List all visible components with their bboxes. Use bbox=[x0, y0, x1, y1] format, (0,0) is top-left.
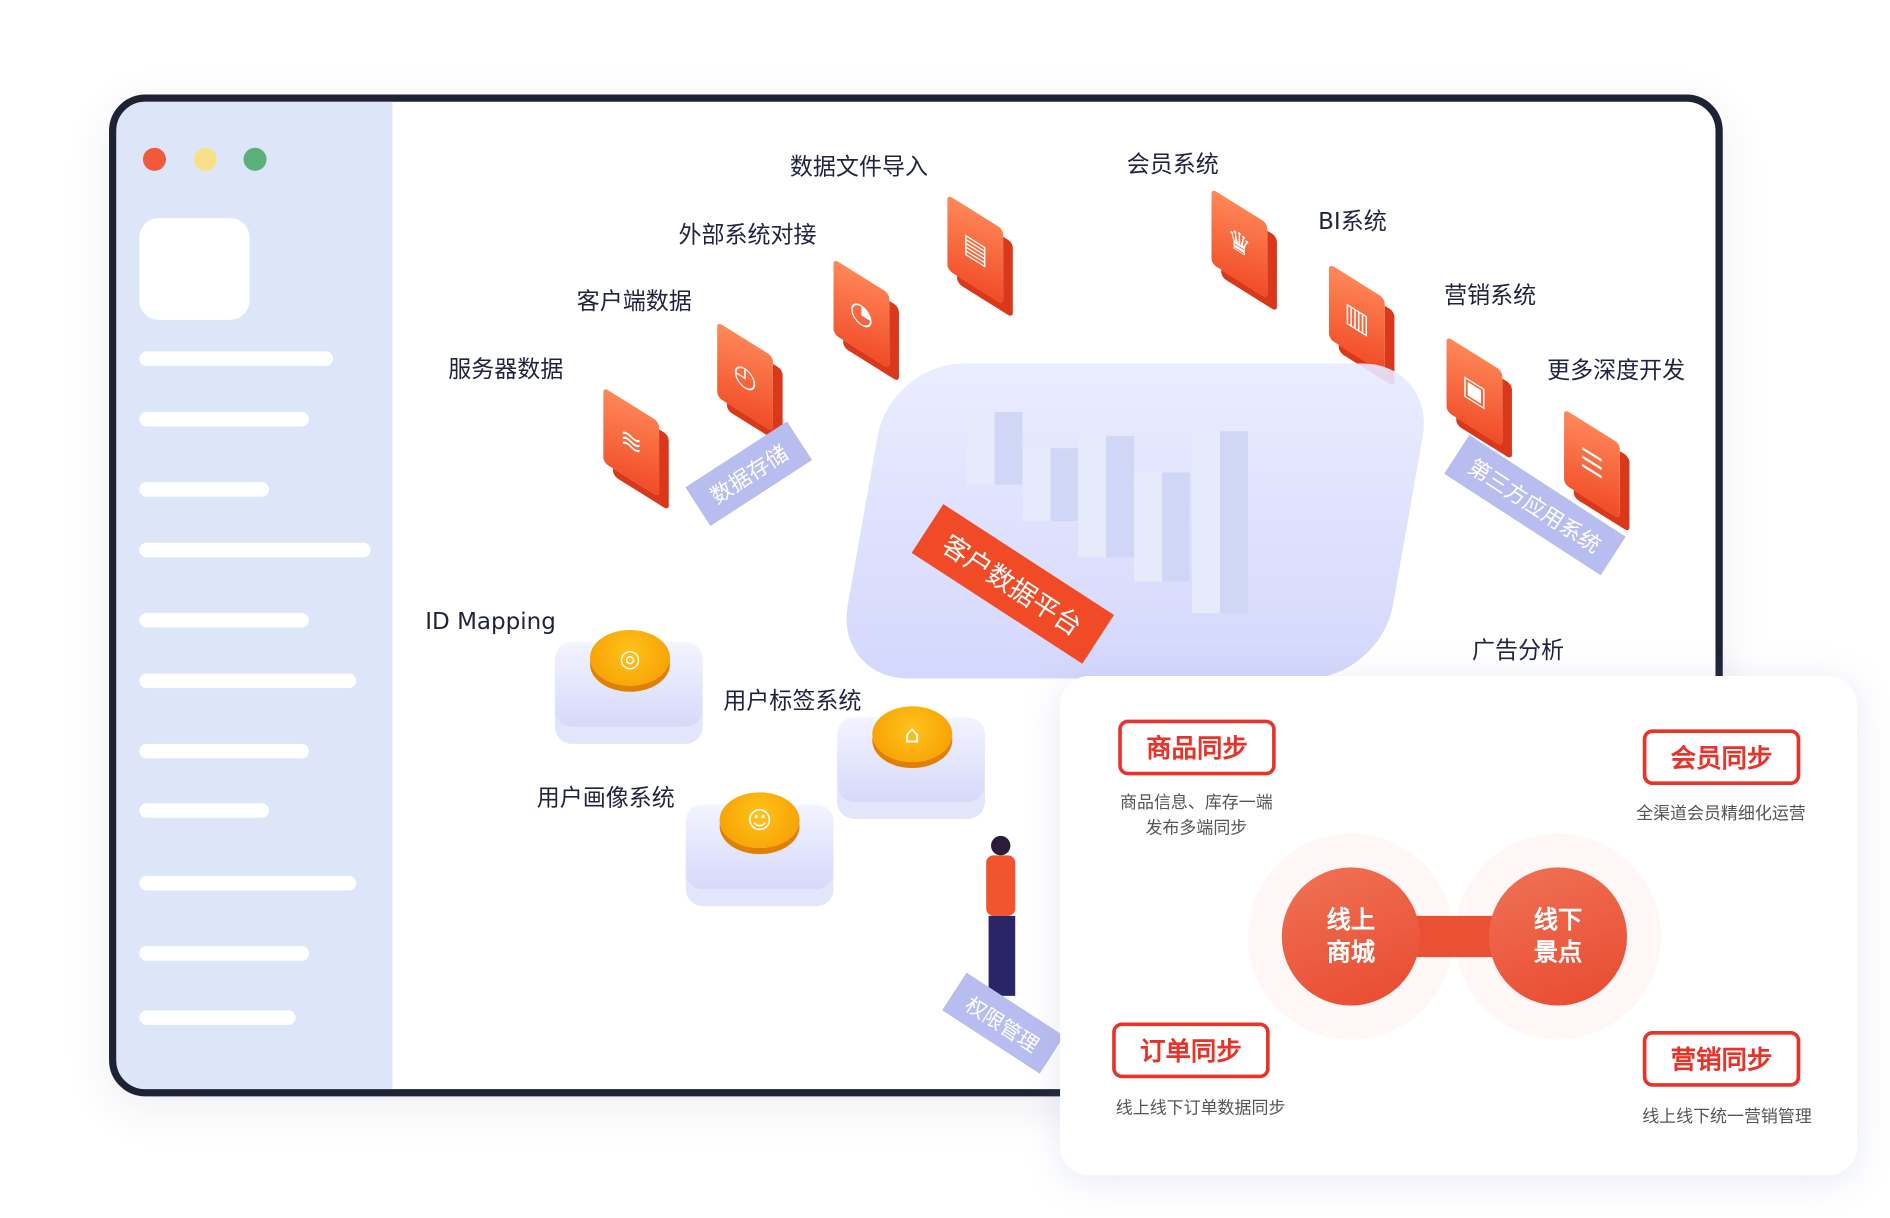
label-data-file-import: 数据文件导入 bbox=[789, 153, 929, 181]
member-sync-button[interactable]: 会员同步 bbox=[1642, 729, 1801, 786]
sidebar-item[interactable] bbox=[139, 946, 309, 961]
sidebar-item[interactable] bbox=[139, 673, 357, 689]
label-bi-system: BI系统 bbox=[1318, 208, 1387, 236]
sidebar-item[interactable] bbox=[139, 351, 334, 366]
label-user-profile-system: 用户画像系统 bbox=[536, 785, 675, 812]
marketing-sync-desc: 线上线下统一营销管理 bbox=[1642, 1107, 1812, 1127]
sidebar-item[interactable] bbox=[139, 613, 309, 628]
order-sync-button[interactable]: 订单同步 bbox=[1112, 1022, 1270, 1079]
label-id-mapping: ID Mapping bbox=[425, 608, 556, 635]
sidebar-item[interactable] bbox=[139, 803, 269, 818]
sidebar-item[interactable] bbox=[139, 875, 357, 891]
order-sync-desc: 线上线下订单数据同步 bbox=[1115, 1098, 1286, 1119]
platform-column bbox=[1078, 436, 1134, 558]
close-dot[interactable] bbox=[142, 147, 166, 171]
sidebar bbox=[116, 101, 393, 1090]
label-ad-analysis: 广告分析 bbox=[1471, 637, 1565, 664]
customer-data-platform: 客户数据平台 bbox=[834, 363, 1436, 702]
sync-card: 线上 商城 线下 景点 商品同步 商品信息、库存一端 发布多端同步 会员同步 全… bbox=[1060, 676, 1858, 1176]
sidebar-item[interactable] bbox=[139, 743, 309, 759]
offline-spot-node: 线下 景点 bbox=[1488, 867, 1628, 1006]
sidebar-item[interactable] bbox=[139, 542, 371, 558]
label-client-data: 客户端数据 bbox=[576, 288, 692, 315]
sidebar-item[interactable] bbox=[139, 482, 269, 497]
maximize-dot[interactable] bbox=[243, 147, 267, 171]
member-sync-desc: 全渠道会员精细化运营 bbox=[1636, 804, 1806, 824]
sidebar-item[interactable] bbox=[139, 1010, 296, 1025]
label-external-system: 外部系统对接 bbox=[678, 221, 817, 249]
label-marketing-system: 营销系统 bbox=[1444, 282, 1537, 309]
label-more-development: 更多深度开发 bbox=[1547, 357, 1686, 385]
avatar-placeholder bbox=[139, 218, 250, 320]
product-sync-desc: 商品信息、库存一端 发布多端同步 bbox=[1120, 793, 1273, 839]
profile-icon: ☺ bbox=[719, 792, 800, 849]
minimize-dot[interactable] bbox=[193, 147, 217, 171]
sidebar-item[interactable] bbox=[139, 411, 309, 427]
product-sync-button[interactable]: 商品同步 bbox=[1118, 719, 1276, 776]
platform-column bbox=[966, 411, 1023, 485]
app-window bbox=[109, 94, 1723, 1097]
platform-column bbox=[1133, 472, 1190, 582]
label-user-tag-system: 用户标签系统 bbox=[723, 688, 862, 715]
marketing-sync-button[interactable]: 营销同步 bbox=[1642, 1030, 1801, 1087]
target-icon: ◎ bbox=[590, 629, 670, 686]
tag-icon: ⌂ bbox=[872, 706, 953, 763]
label-server-data: 服务器数据 bbox=[448, 356, 564, 383]
online-mall-node: 线上 商城 bbox=[1281, 867, 1420, 1006]
platform-column bbox=[1022, 448, 1079, 521]
label-member-system: 会员系统 bbox=[1126, 151, 1219, 179]
platform-column bbox=[1192, 431, 1248, 614]
